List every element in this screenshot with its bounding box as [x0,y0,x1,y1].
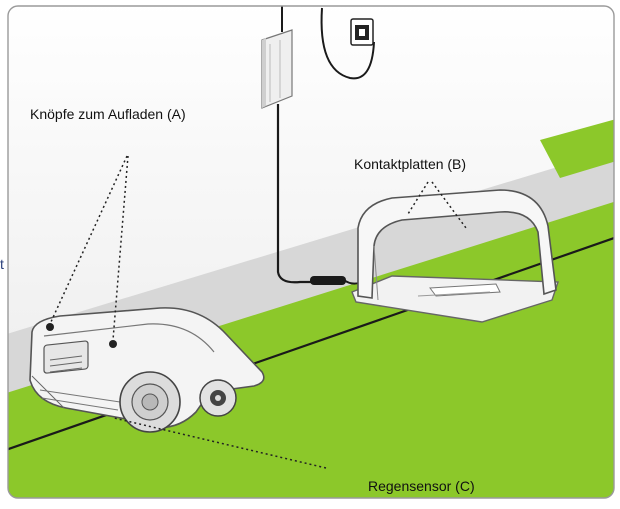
callout-leaders [49,155,467,469]
mower-front-wheel [199,379,237,417]
label-rain-sensor: Regensensor (C) [368,478,475,494]
cut-off-text-fragment: t [0,256,4,272]
socket-cable [320,7,375,80]
power-supply [261,29,293,109]
charging-button-right [109,340,117,348]
wall-socket-icon [350,18,374,46]
cable-connector [310,276,346,285]
leader-a-left [49,155,128,325]
frame-border [7,5,615,499]
charging-cable [276,104,314,284]
mower-rear-wheel [119,371,181,433]
leader-a-right [112,155,129,341]
lawn-back-strip [540,118,614,178]
label-contact-plates: Kontaktplatten (B) [354,156,467,172]
leader-b-left [407,181,429,215]
leader-c [113,417,327,469]
boundary-wire [8,234,614,454]
charging-button-left [46,323,54,331]
charging-station [351,189,559,323]
label-charging-buttons: Knöpfe zum Aufladen (A) [30,106,186,122]
